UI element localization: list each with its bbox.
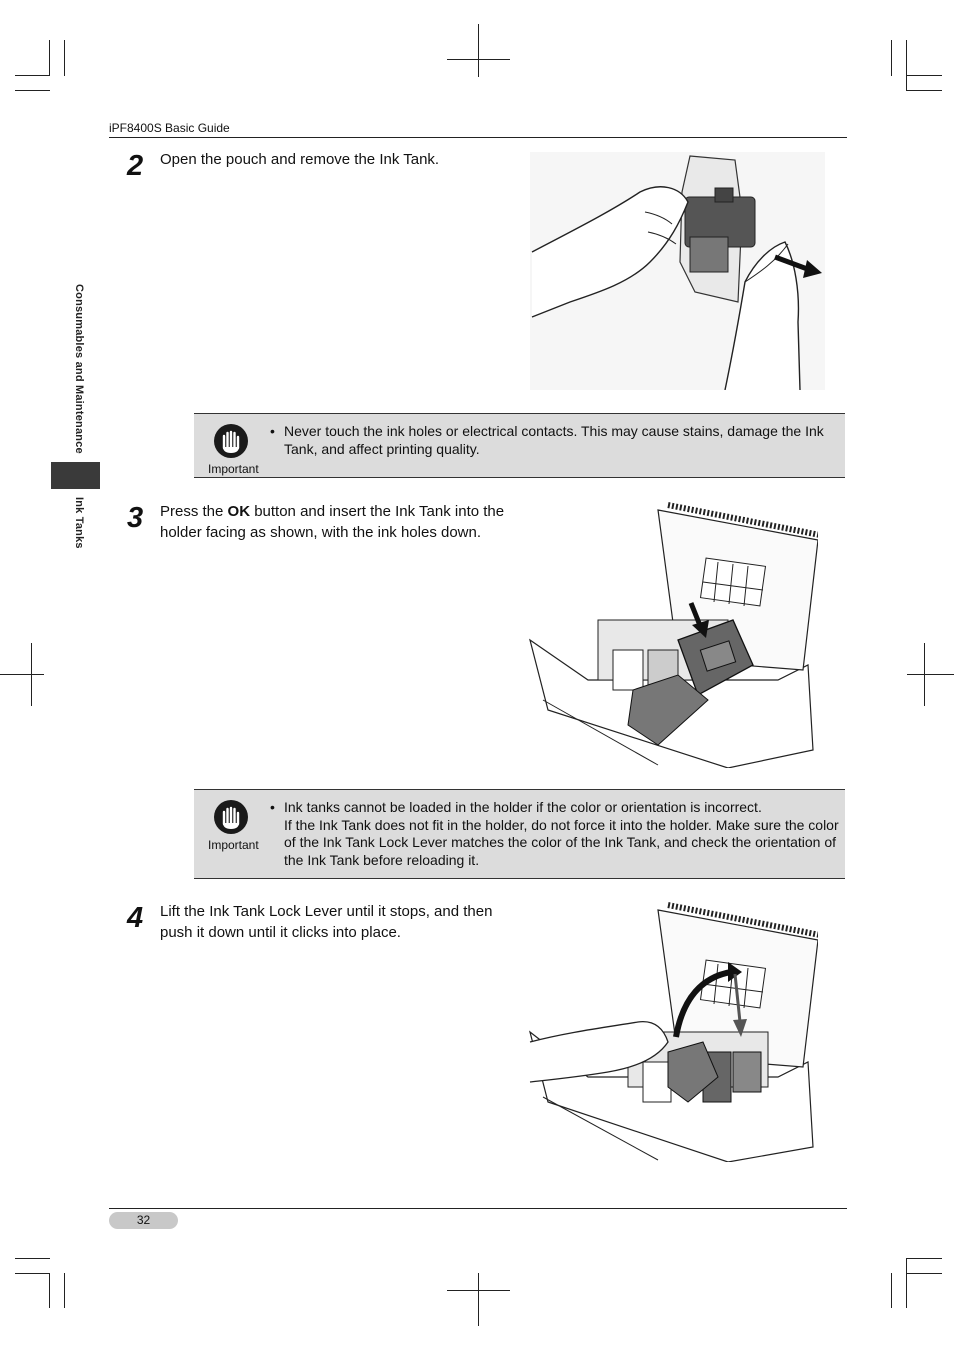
important-note: Important • Never touch the ink holes or…	[194, 413, 845, 478]
step-number: 3	[127, 502, 144, 534]
note-text: • Ink tanks cannot be loaded in the hold…	[270, 799, 841, 869]
note-line: Never touch the ink holes or electrical …	[284, 423, 824, 457]
note-bullet: •	[270, 799, 275, 815]
step-instruction: Lift the Ink Tank Lock Lever until it st…	[160, 903, 493, 941]
sidebar-section-tab	[51, 462, 100, 489]
sidebar-subsection-label: Ink Tanks	[73, 497, 85, 549]
ok-button-label: OK	[227, 503, 251, 520]
insert-ink-tank-illustration	[529, 502, 818, 768]
note-text: • Never touch the ink holes or electrica…	[270, 423, 841, 458]
step-instruction: Press the OK button and insert the Ink T…	[160, 501, 510, 543]
important-label: Important	[208, 462, 259, 476]
important-hand-icon	[214, 424, 248, 458]
step-text-part: Press the	[160, 503, 228, 520]
step-text-part: button and insert the Ink Tank into the …	[160, 503, 505, 541]
page-number: 32	[109, 1212, 178, 1229]
important-label: Important	[208, 838, 259, 852]
note-line: Ink tanks cannot be loaded in the holder…	[284, 799, 762, 815]
sidebar-section-label: Consumables and Maintenance	[73, 284, 85, 454]
remove-ink-tank-illustration	[530, 152, 825, 390]
step-instruction: Open the pouch and remove the Ink Tank.	[160, 151, 440, 168]
document-title: iPF8400S Basic Guide	[109, 121, 230, 135]
header-rule	[109, 137, 847, 138]
note-bullet: •	[270, 423, 275, 439]
important-note: Important • Ink tanks cannot be loaded i…	[194, 789, 845, 879]
important-hand-icon	[214, 800, 248, 834]
step-number: 2	[127, 150, 144, 182]
step-number: 4	[127, 902, 144, 934]
important-icon-block: Important	[208, 422, 259, 476]
important-icon-block: Important	[208, 798, 259, 852]
note-line: If the Ink Tank does not fit in the hold…	[284, 816, 839, 868]
footer-rule	[109, 1208, 847, 1209]
lock-lever-illustration	[528, 902, 818, 1162]
